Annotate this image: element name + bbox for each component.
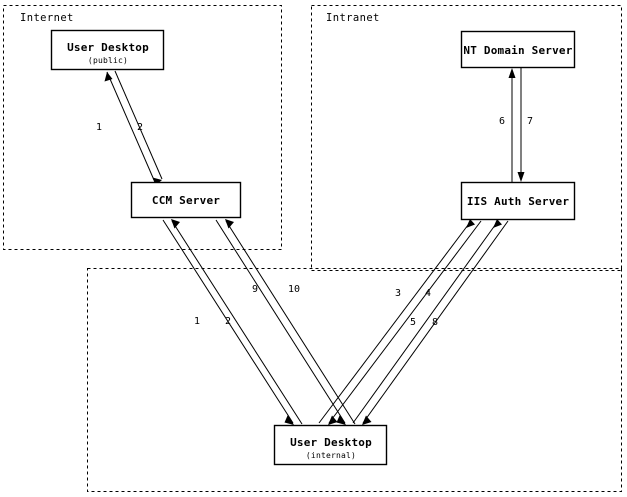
- step-label-1-internal: 1: [194, 316, 200, 327]
- flow-line-internal-to-iis-5: [352, 220, 499, 424]
- flow-line-ccm-to-internal-1: [162, 219, 294, 424]
- arrow-head-iis-to-internal-4: [328, 415, 338, 425]
- node-ccm-server-box[interactable]: [130, 181, 242, 219]
- step-label-1-public: 1: [96, 122, 102, 133]
- zone-label-intranet: Intranet: [326, 12, 380, 24]
- node-user-desktop-public-box[interactable]: [50, 29, 165, 71]
- flow-line-internal-to-iis-3: [318, 220, 472, 424]
- zone-internet-boundary: [3, 5, 282, 250]
- flow-line-ccm-to-public-1: [106, 71, 155, 181]
- flow-line-ccm-to-internal-9: [215, 219, 346, 424]
- flow-group-internal-iis-58: [352, 219, 509, 425]
- step-label-5: 5: [410, 317, 416, 328]
- step-label-9: 9: [252, 284, 258, 295]
- step-label-6: 6: [499, 116, 505, 127]
- node-user-desktop-public-label: User Desktop: [67, 41, 149, 54]
- node-iis-auth-server-box[interactable]: [460, 181, 576, 221]
- flow-group-ccm-internal-910: [215, 219, 356, 425]
- node-iis-auth-server[interactable]: IIS Auth Server: [460, 181, 576, 221]
- node-user-desktop-internal[interactable]: User Desktop (internal): [273, 424, 388, 466]
- arrow-head-ccm-to-public-1: [104, 72, 113, 82]
- arrow-head-nt-to-iis-7: [517, 172, 525, 182]
- node-iis-auth-server-label: IIS Auth Server: [467, 195, 570, 208]
- arrow-head-iis-to-nt-6: [508, 68, 516, 78]
- zone-internal-boundary: [87, 268, 622, 492]
- flow-line-iis-to-internal-4: [328, 220, 482, 424]
- node-user-desktop-internal-sublabel: (internal): [306, 451, 356, 460]
- flow-group-public-ccm: [104, 70, 163, 186]
- step-label-10: 10: [288, 284, 300, 295]
- step-label-8: 8: [432, 317, 438, 328]
- node-nt-domain-server[interactable]: NT Domain Server: [460, 30, 576, 69]
- zone-label-internet: Internet: [20, 12, 74, 24]
- flow-line-public-to-ccm-2: [114, 70, 163, 180]
- step-label-2-internal: 2: [225, 316, 231, 327]
- arrow-head-internal-to-ccm-10: [225, 219, 234, 229]
- flow-group-ccm-internal-12: [162, 219, 303, 425]
- flow-group-internal-iis-34: [318, 219, 482, 425]
- step-label-7: 7: [527, 116, 533, 127]
- node-ccm-server-label: CCM Server: [152, 194, 220, 207]
- node-ccm-server[interactable]: CCM Server: [130, 181, 242, 219]
- arrow-head-internal-to-iis-5: [493, 219, 502, 228]
- arrow-head-ccm-to-internal-1: [284, 414, 294, 425]
- node-nt-domain-server-label: NT Domain Server: [463, 44, 572, 57]
- step-label-3: 3: [395, 288, 401, 299]
- node-user-desktop-internal-box[interactable]: [273, 424, 388, 466]
- flow-line-internal-to-ccm-2: [171, 220, 303, 425]
- step-label-group: 1 2 6 7 9 10 1 2 3 4 5 8: [96, 116, 533, 328]
- step-label-4: 4: [425, 288, 431, 299]
- arrow-head-iis-to-internal-8: [362, 415, 372, 425]
- node-user-desktop-public-sublabel: (public): [88, 56, 128, 65]
- arrow-head-internal-to-iis-3: [466, 219, 475, 228]
- arrow-head-ccm-to-internal-9: [336, 414, 346, 425]
- node-user-desktop-public[interactable]: User Desktop (public): [50, 29, 165, 71]
- flow-line-iis-to-internal-8: [362, 220, 509, 424]
- step-label-2-public: 2: [137, 122, 143, 133]
- flow-group-iis-nt: [508, 68, 525, 182]
- flow-line-internal-to-ccm-10: [225, 220, 356, 425]
- arrow-head-internal-to-ccm-2: [171, 219, 180, 229]
- node-nt-domain-server-box[interactable]: [460, 30, 576, 69]
- node-user-desktop-internal-label: User Desktop: [290, 436, 372, 449]
